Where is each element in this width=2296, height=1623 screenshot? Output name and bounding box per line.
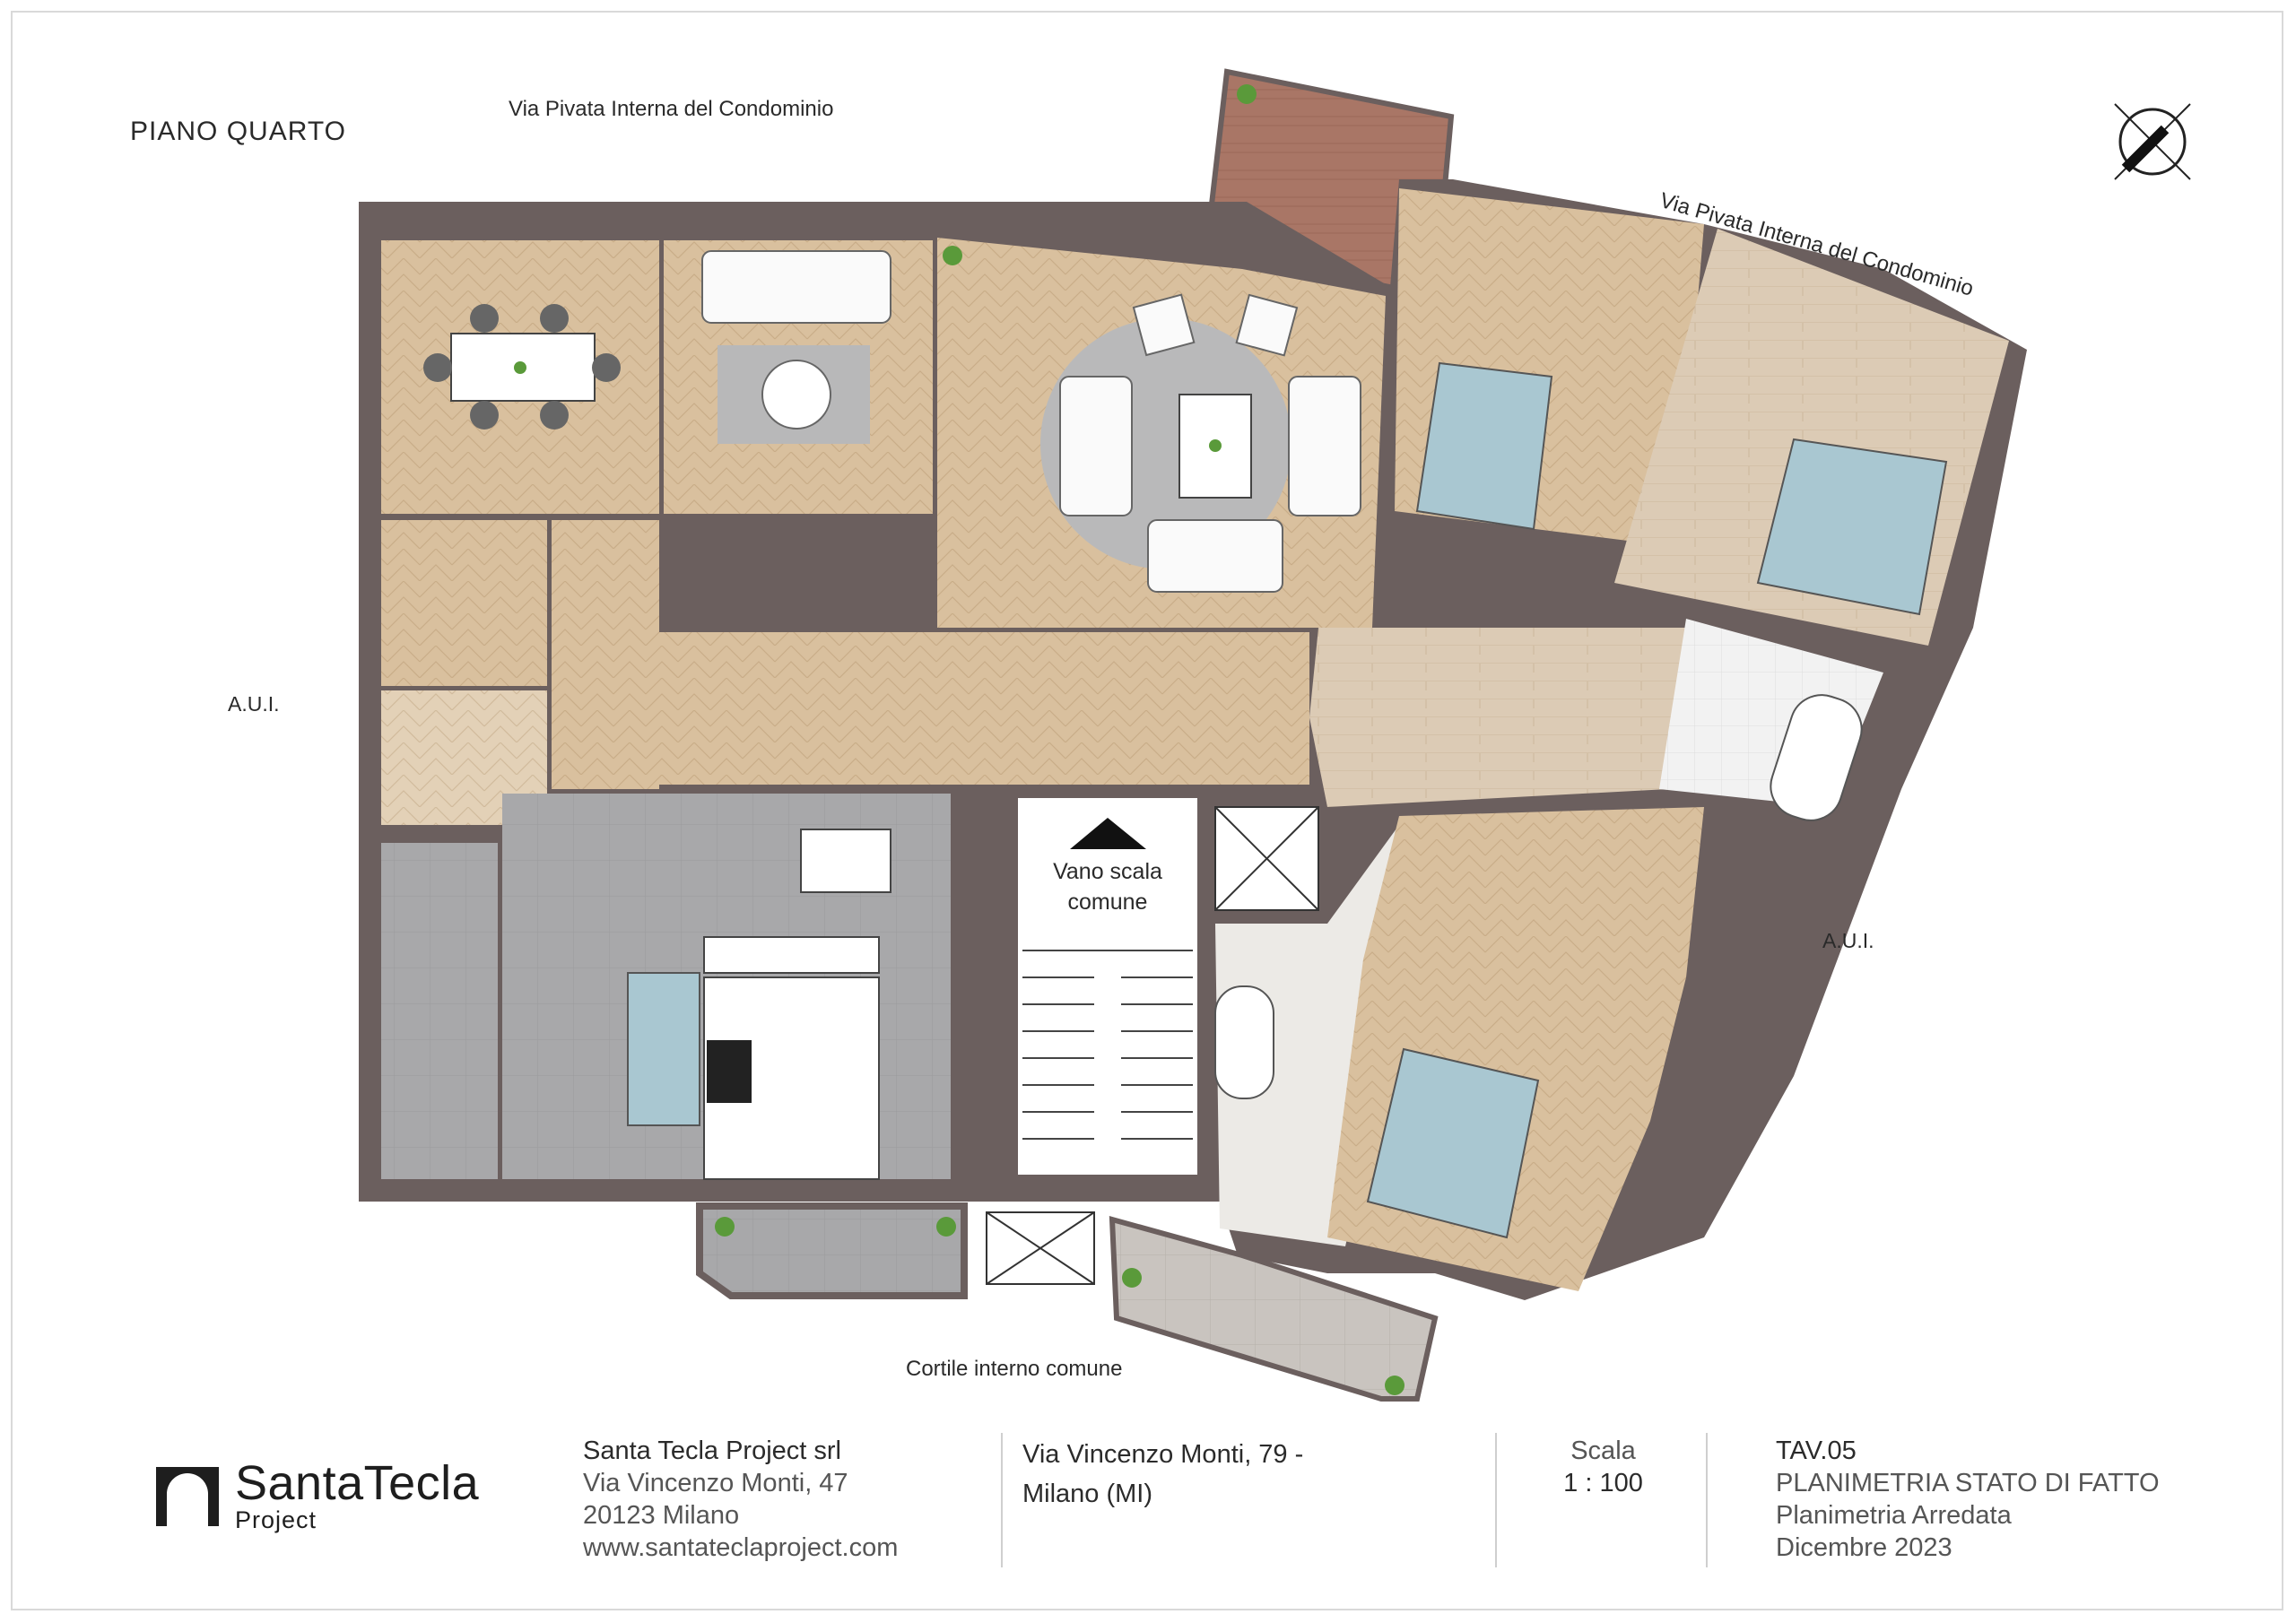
drawing-title: PLANIMETRIA STATO DI FATTO xyxy=(1776,1469,2160,1497)
cooktop xyxy=(707,1040,752,1103)
balcony-bottom xyxy=(696,1202,968,1299)
company-address: Via Vincenzo Monti, 47 xyxy=(583,1469,848,1497)
logo-name: SantaTecla xyxy=(235,1456,480,1510)
room-hall-right xyxy=(1309,628,1686,807)
floor-plan xyxy=(359,68,2191,1402)
bed-2 xyxy=(1756,438,1948,616)
bed-3 xyxy=(1366,1047,1540,1239)
divider xyxy=(1495,1433,1497,1567)
site-block: Via Vincenzo Monti, 79 - Milano (MI) xyxy=(1022,1435,1303,1514)
divider xyxy=(1706,1433,1708,1567)
stair-arrow-icon xyxy=(1070,818,1146,849)
scale-label: Scala xyxy=(1570,1436,1636,1465)
sofa-lounge xyxy=(701,250,891,324)
page-frame xyxy=(11,11,2283,1610)
room-corridor xyxy=(552,632,1309,785)
drawing-date: Dicembre 2023 xyxy=(1776,1533,1952,1562)
drawing-subtitle: Planimetria Arredata xyxy=(1776,1501,2012,1530)
courtyard-label: Cortile interno comune xyxy=(906,1357,1123,1381)
bed-small xyxy=(627,972,700,1126)
kitchen-table xyxy=(800,829,891,893)
room-stairs xyxy=(1018,798,1197,1175)
scale-block: Scala 1 : 100 xyxy=(1525,1435,1682,1499)
company-city: 20123 Milano xyxy=(583,1501,740,1530)
stair-label: Vano scala comune xyxy=(1031,856,1184,917)
company-block: Santa Tecla Project srl Via Vincenzo Mon… xyxy=(583,1435,898,1564)
aui-label-left: A.U.I. xyxy=(228,692,280,716)
stair-label-line1: Vano scala xyxy=(1053,859,1162,884)
logo-subtitle: Project xyxy=(235,1506,317,1533)
compass-icon xyxy=(2114,103,2191,180)
company-website[interactable]: www.santateclaproject.com xyxy=(583,1533,899,1562)
scale-value: 1 : 100 xyxy=(1563,1469,1643,1497)
aui-label-right: A.U.I. xyxy=(1822,929,1874,952)
bed-1 xyxy=(1415,361,1553,531)
logo-arch-icon xyxy=(156,1467,219,1526)
divider xyxy=(1001,1433,1003,1567)
room-bath-left xyxy=(381,843,498,1179)
site-line2: Milano (MI) xyxy=(1022,1480,1153,1508)
floor-label: PIANO QUARTO xyxy=(130,117,346,146)
stair-treads xyxy=(1022,950,1193,1140)
plant-icon xyxy=(514,84,1405,1395)
room-entry xyxy=(381,520,547,686)
site-line1: Via Vincenzo Monti, 79 - xyxy=(1022,1440,1304,1469)
company-name: Santa Tecla Project srl xyxy=(583,1436,841,1465)
drawing-code: TAV.05 xyxy=(1776,1436,1857,1465)
stair-label-line2: comune xyxy=(1067,890,1148,915)
drawing-block: TAV.05 PLANIMETRIA STATO DI FATTO Planim… xyxy=(1776,1435,2160,1564)
street-label-top: Via Pivata Interna del Condominio xyxy=(509,97,834,121)
